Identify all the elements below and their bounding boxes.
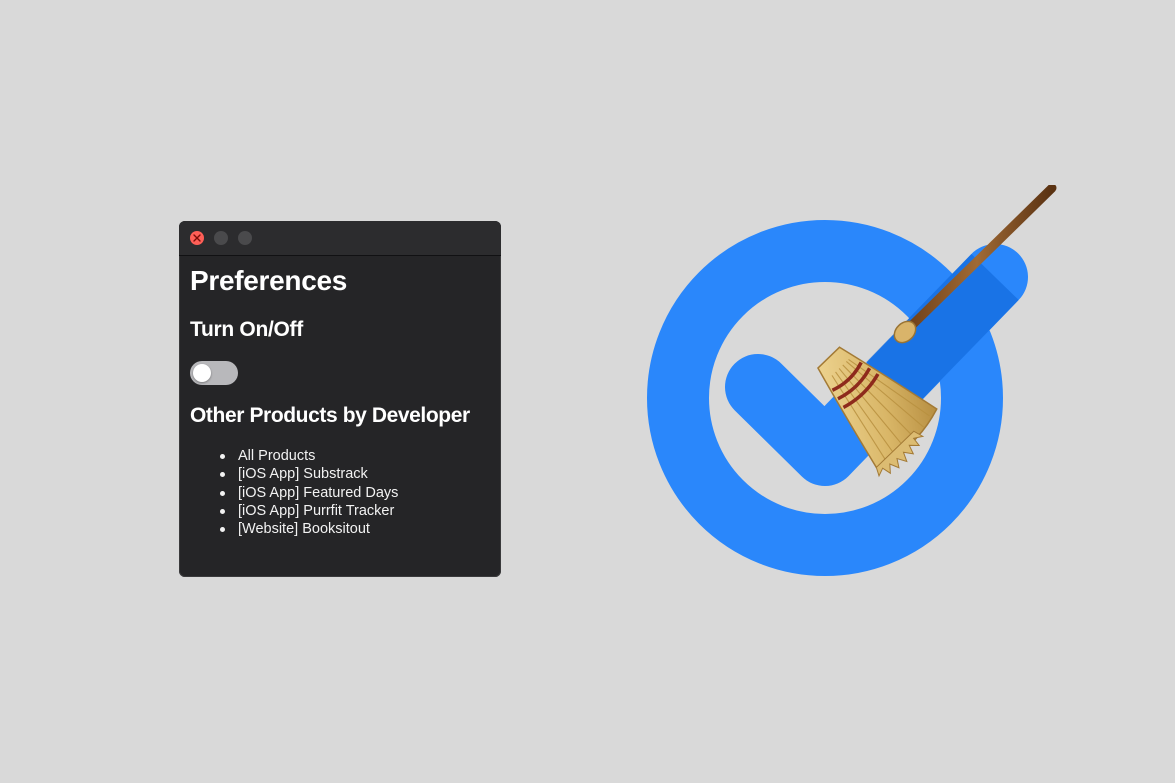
- list-item: [iOS App] Purrfit Tracker: [190, 502, 398, 520]
- broom-checkmark-icon: [647, 185, 1057, 576]
- broom-head-shape: [817, 346, 938, 478]
- toggle-section-label: Turn On/Off: [190, 318, 303, 341]
- broom-collar-shape: [893, 320, 917, 344]
- products-heading: Other Products by Developer: [190, 404, 470, 427]
- close-icon: [193, 234, 201, 242]
- list-item: [iOS App] Featured Days: [190, 484, 398, 502]
- checkmark-overlap-shape: [866, 253, 1019, 409]
- preferences-window: Preferences Turn On/Off Other Products b…: [179, 221, 501, 577]
- ring-shape: [647, 220, 1003, 576]
- page-title: Preferences: [190, 265, 348, 296]
- product-link-all-products[interactable]: All Products: [238, 448, 316, 464]
- zoom-window-button[interactable]: [238, 231, 252, 245]
- product-link-substrack[interactable]: [iOS App] Substrack: [238, 466, 368, 483]
- list-item: [iOS App] Substrack: [190, 465, 398, 483]
- window-titlebar: [179, 221, 501, 256]
- products-list: All Products [iOS App] Substrack [iOS Ap…: [190, 447, 398, 538]
- product-link-purrfit-tracker[interactable]: [iOS App] Purrfit Tracker: [238, 502, 395, 519]
- minimize-window-button[interactable]: [214, 231, 228, 245]
- list-item: All Products: [190, 447, 398, 465]
- toggle-knob: [193, 364, 211, 382]
- on-off-toggle[interactable]: [190, 361, 238, 385]
- list-item: [Website] Booksitout: [190, 520, 398, 538]
- broom-handle-shape: [897, 185, 1057, 340]
- product-link-featured-days[interactable]: [iOS App] Featured Days: [238, 484, 399, 501]
- product-link-booksitout[interactable]: [Website] Booksitout: [238, 521, 370, 538]
- close-window-button[interactable]: [190, 231, 204, 245]
